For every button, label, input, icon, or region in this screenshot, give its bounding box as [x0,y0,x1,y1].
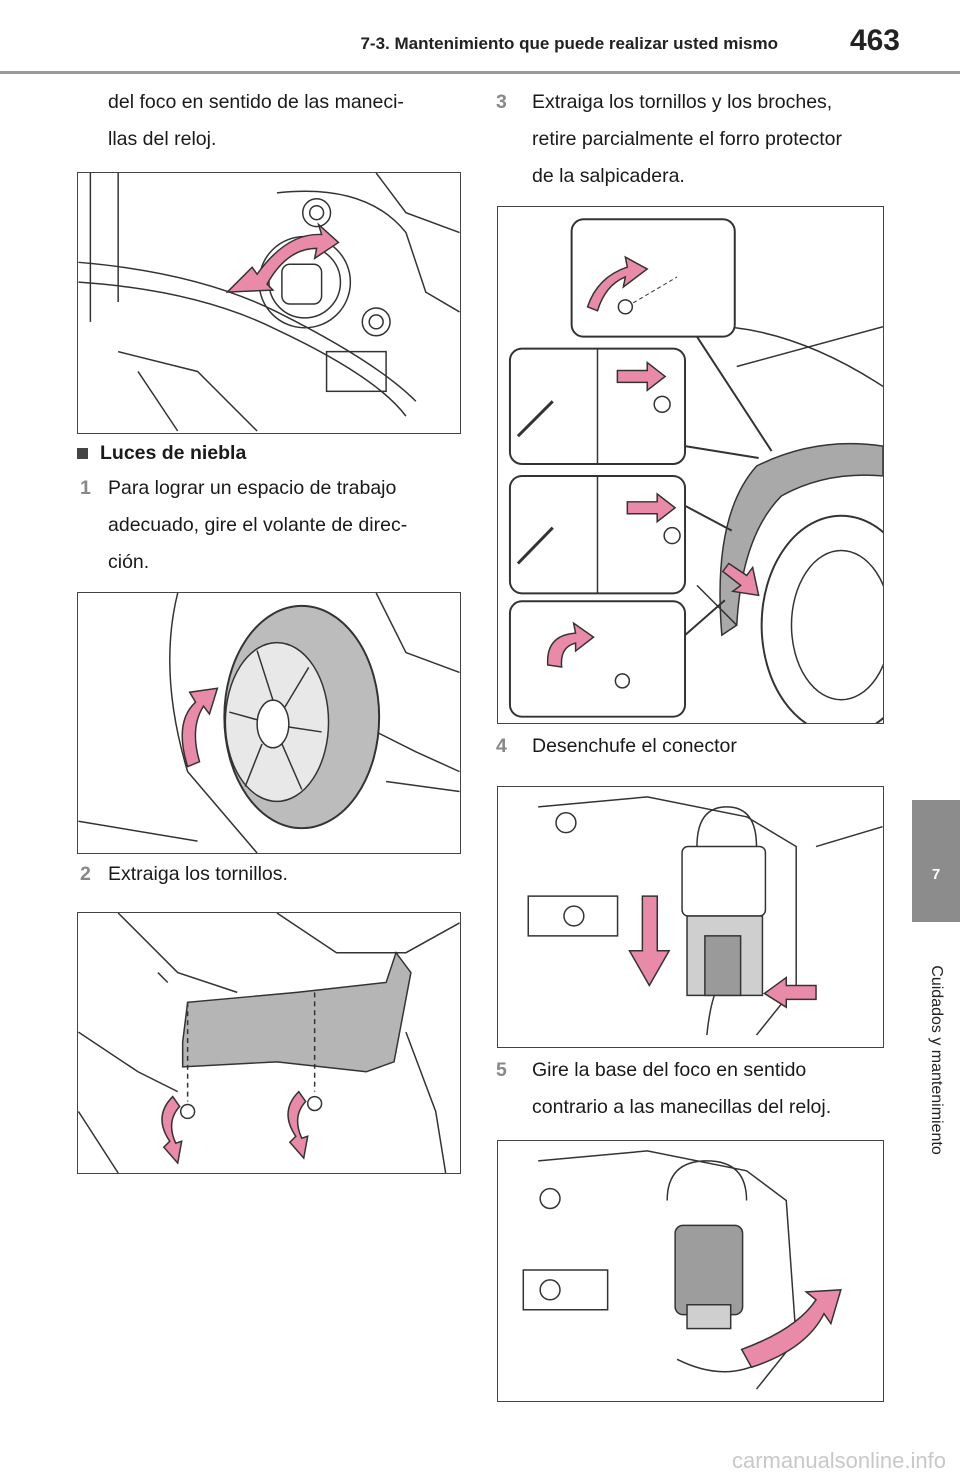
figure-rotate-bulb-base [497,1140,884,1402]
mudflap-screws-illustration [78,913,460,1173]
step-4-number: 4 [496,735,507,757]
continued-text-line-1: del foco en sentido de las maneci- [108,91,404,113]
subheading-fog-lights: Luces de niebla [100,442,247,464]
step-3-number: 3 [496,91,507,113]
step-1-line-3: ción. [108,551,150,573]
connector-illustration [527,796,883,1036]
step-4-line-1: Desenchufe el conector [532,735,737,757]
chapter-tab: 7 [912,800,960,922]
figure-headlight-bulb-rotation [77,172,461,434]
page-number: 463 [849,24,900,57]
step-2-number: 2 [80,863,91,885]
step-3-line-3: de la salpicadera. [532,165,685,187]
chapter-title: Cuidados y mantenimiento [928,965,945,1155]
subheading-bullet [77,448,88,459]
step-1-line-1: Para lograr un espacio de trabajo [108,477,397,499]
figure-fender-liner [497,206,884,724]
fender-liner-illustration [508,218,883,723]
continued-text-line-2: llas del reloj. [108,128,217,150]
headlight-bulb-illustration [78,173,460,432]
bulb-base-illustration [522,1150,842,1390]
tire-illustration [78,593,460,853]
step-5-line-1: Gire la base del foco en sentido [532,1059,807,1081]
figure-unplug-connector [497,786,884,1048]
step-3-line-1: Extraiga los tornillos y los broches, [532,91,833,113]
step-5-line-2: contrario a las manecillas del reloj. [532,1096,832,1118]
figure-remove-screws [77,912,461,1174]
step-3-line-2: retire parcialmente el forro protector [532,128,842,150]
header-rule [0,71,960,74]
step-1-number: 1 [80,477,91,499]
section-title: 7-3. Mantenimiento que puede realizar us… [360,34,778,53]
figure-turn-steering [77,592,461,854]
watermark: carmanualsonline.info [731,1448,946,1473]
step-1-line-2: adecuado, gire el volante de direc- [108,514,408,536]
step-5-number: 5 [496,1059,507,1081]
step-2-line-1: Extraiga los tornillos. [108,863,288,885]
